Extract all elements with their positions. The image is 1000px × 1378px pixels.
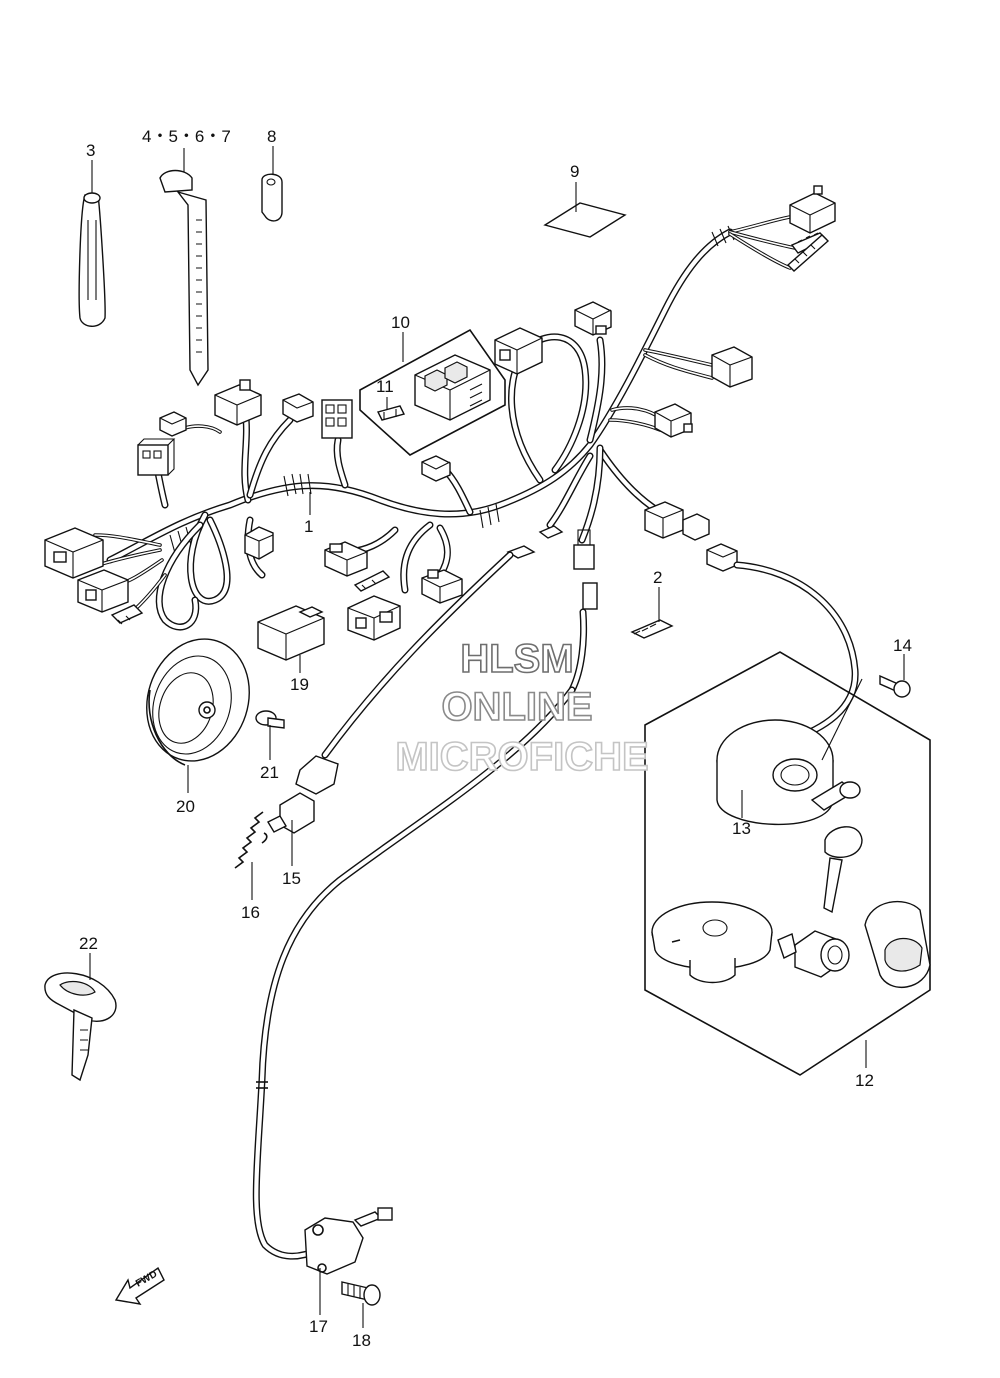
connector-left-4 (110, 604, 144, 625)
switch-lead-15 (321, 551, 588, 759)
ignition-switch-13 (716, 719, 834, 826)
connector-lower-wire-2 (506, 545, 536, 559)
part-label-14: 14 (893, 636, 912, 655)
connector-center-small (421, 455, 451, 482)
watermark-line-2: ONLINE (441, 685, 592, 729)
connector-center (321, 399, 353, 439)
part-label-10: 10 (391, 313, 410, 332)
part-label-17: 17 (309, 1317, 328, 1336)
label-sheet-9 (543, 202, 627, 238)
harness-connectors (44, 185, 836, 641)
connector-top-right-1 (789, 185, 836, 234)
connector-lower-center-4 (421, 569, 463, 604)
brake-switch-15 (267, 755, 339, 834)
part-label-16: 16 (241, 903, 260, 922)
leader-lines (89, 146, 905, 1328)
screw-14 (879, 674, 911, 698)
ignition-lead (733, 561, 859, 744)
connector-to-ignition (706, 543, 738, 572)
connector-mid-left (244, 526, 274, 560)
part-label-9: 9 (570, 162, 579, 181)
connector-lower-wire-4 (582, 582, 598, 610)
part-label-20: 20 (176, 797, 195, 816)
watermark-line-3: MICROFICHE (395, 735, 648, 779)
fuse-11 (376, 405, 406, 421)
connector-upper-left-3 (159, 411, 187, 437)
key-22 (44, 972, 117, 1082)
connector-lower-wire-1 (538, 525, 564, 539)
connector-center-top (574, 301, 612, 336)
part-label-8: 8 (267, 127, 276, 146)
connector-left-2 (44, 527, 104, 579)
bolt-21 (255, 710, 285, 729)
part-labels: 3 4・5・6・7 8 9 10 11 1 2 14 19 21 20 13 1… (79, 127, 912, 1350)
watermark: HLSM ONLINE MICROFICHE (395, 636, 650, 780)
horn-20 (146, 638, 250, 766)
connector-lower-center-1 (324, 541, 368, 577)
band-clamp-3 (78, 192, 106, 327)
part-label-13: 13 (732, 819, 751, 838)
cable-tie-4-5-6-7 (159, 169, 209, 387)
seat-lock (777, 930, 850, 978)
connector-left-1 (137, 438, 176, 476)
connector-right-low (644, 501, 710, 541)
switch-17 (304, 1207, 393, 1275)
connector-center-upper (494, 327, 543, 375)
connector-upper-left-2 (282, 393, 314, 423)
bolt-18 (341, 1281, 381, 1306)
connector-top-right-3 (786, 234, 830, 272)
part-label-3: 3 (86, 141, 95, 160)
watermark-line-1: HLSM (460, 637, 573, 681)
fuel-cap (651, 901, 773, 984)
connector-lower-center-3 (347, 595, 401, 641)
lock-cover (864, 900, 931, 989)
connector-right-mid-1 (711, 346, 753, 388)
connector-lower-wire-3 (573, 529, 595, 570)
connector-2 (630, 619, 674, 639)
fuse-box-10-frame (359, 328, 506, 456)
relay-19 (257, 605, 325, 661)
part-label-11: 11 (376, 377, 394, 396)
part-label-19: 19 (290, 675, 309, 694)
part-label-21: 21 (260, 763, 279, 782)
connector-upper-left-1 (214, 379, 262, 426)
spring-16 (234, 811, 268, 869)
part-label-22: 22 (79, 934, 98, 953)
part-label-15: 15 (282, 869, 301, 888)
switch-lead-17 (252, 686, 576, 1260)
part-label-12: 12 (855, 1071, 874, 1090)
connector-left-3 (77, 569, 129, 613)
clamp-8 (261, 173, 283, 222)
part-label-2: 2 (653, 568, 662, 587)
fwd-arrow: FWD (114, 1266, 165, 1305)
part-label-1: 1 (304, 517, 313, 536)
ignition-keys (810, 781, 863, 914)
part-label-18: 18 (352, 1331, 371, 1350)
connector-lower-center-2 (353, 570, 391, 592)
lock-set-12 (644, 651, 931, 1076)
connector-right-mid-2 (654, 403, 693, 438)
part-label-4-5-6-7: 4・5・6・7 (142, 127, 231, 146)
